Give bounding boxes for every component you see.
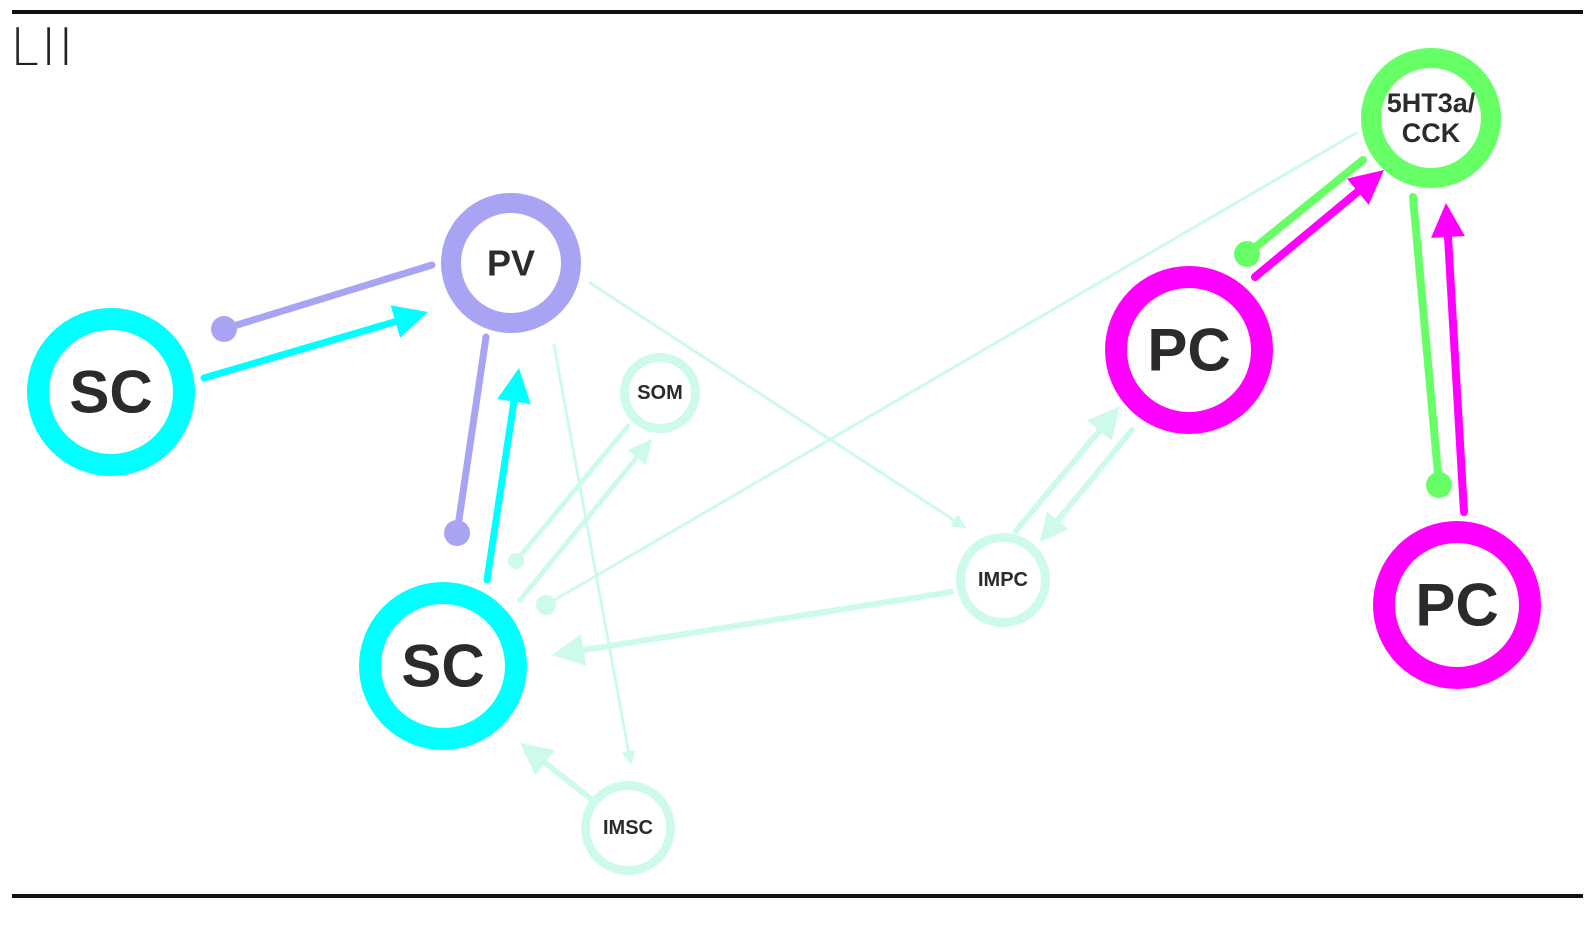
node-label: IMPC <box>978 569 1028 591</box>
inhibitory-terminal-icon <box>1426 472 1452 498</box>
edge-pv-to-sc-center <box>444 333 490 546</box>
node-label: PC <box>1415 572 1498 639</box>
edge-line <box>483 398 518 584</box>
node-ring <box>1373 521 1541 689</box>
node-ring <box>620 353 700 433</box>
edge-line <box>200 318 399 382</box>
arrowhead-icon <box>390 305 428 338</box>
inhibitory-terminal-icon <box>211 316 237 342</box>
node-sc-center: SC <box>359 582 527 750</box>
node-label: CCK <box>1402 118 1461 148</box>
node-label: PC <box>1147 317 1230 384</box>
inhibitory-terminal-icon <box>536 595 556 615</box>
edge-sc-left-to-pv <box>200 305 428 382</box>
edge-line <box>580 589 954 654</box>
edge-line <box>453 333 490 537</box>
edge-som-to-sc-center <box>508 423 631 569</box>
layer-label: LII <box>10 18 76 78</box>
edge-line <box>552 343 630 753</box>
edge-line <box>1243 156 1367 258</box>
edge-impc-to-pc-upper <box>1013 406 1120 534</box>
arrowhead-icon <box>1087 406 1120 441</box>
edge-line <box>1409 193 1443 489</box>
node-cck: 5HT3a/CCK <box>1361 48 1501 188</box>
edge-line <box>542 759 594 802</box>
edge-line <box>1013 427 1103 534</box>
edge-impc-to-sc-center <box>552 589 954 666</box>
node-ring <box>441 193 581 333</box>
node-label: SC <box>401 633 484 700</box>
arrowhead-icon <box>950 514 966 528</box>
node-imsc: IMSC <box>581 781 675 875</box>
arrowhead-icon <box>552 634 587 666</box>
edge-cck-to-pc-upper <box>1234 156 1367 267</box>
node-label: PV <box>487 243 535 284</box>
edge-pv-to-impc <box>588 281 966 528</box>
edge-line <box>588 281 956 522</box>
node-ring <box>27 308 195 476</box>
node-ring <box>359 582 527 750</box>
arrowhead-icon <box>621 749 636 765</box>
nodes-layer: SC PV SC SOM IMSC IMPC PC 5HT3a/CCK PC <box>27 48 1541 875</box>
inhibitory-terminal-icon <box>508 553 524 569</box>
node-som: SOM <box>620 353 700 433</box>
edge-sc-center-to-pv <box>483 368 531 584</box>
edge-pv-to-imsc <box>552 343 636 765</box>
arrowhead-icon <box>627 439 652 466</box>
inhibitory-terminal-icon <box>444 520 470 546</box>
edge-pc-upper-to-cck <box>1251 170 1384 281</box>
node-pc-lower: PC <box>1373 521 1541 689</box>
edge-line <box>513 423 631 564</box>
edge-cck-to-sc-center <box>536 131 1358 615</box>
edge-pc-upper-to-impc <box>1040 427 1135 542</box>
edge-pc-lower-to-cck <box>1431 203 1468 516</box>
edges-layer <box>200 131 1468 802</box>
edge-line <box>1251 187 1362 281</box>
arrowhead-icon <box>1040 511 1069 542</box>
node-ring <box>956 533 1050 627</box>
node-label: SC <box>69 359 152 426</box>
node-pc-upper: PC <box>1105 266 1273 434</box>
edge-line <box>517 455 640 603</box>
edge-line <box>1443 232 1468 516</box>
node-impc: IMPC <box>956 533 1050 627</box>
edge-line <box>1054 427 1135 524</box>
edge-imsc-to-sc-center <box>520 743 594 802</box>
edge-pv-to-sc-left <box>211 261 436 342</box>
arrowhead-icon <box>520 743 556 776</box>
node-pv: PV <box>441 193 581 333</box>
node-ring <box>1361 48 1501 188</box>
edge-cck-to-pc-lower <box>1409 193 1452 498</box>
arrowhead-icon <box>1346 170 1384 205</box>
inhibitory-terminal-icon <box>1234 241 1260 267</box>
node-ring <box>581 781 675 875</box>
edge-line <box>544 131 1358 607</box>
node-ring <box>1105 266 1273 434</box>
edge-line <box>220 261 436 333</box>
node-label: IMSC <box>603 817 653 839</box>
edge-sc-center-to-som <box>517 439 652 603</box>
node-sc-left: SC <box>27 308 195 476</box>
arrowhead-icon <box>497 368 531 405</box>
node-label: SOM <box>637 382 683 404</box>
arrowhead-icon <box>1431 203 1465 238</box>
node-label: 5HT3a/ <box>1387 88 1476 118</box>
